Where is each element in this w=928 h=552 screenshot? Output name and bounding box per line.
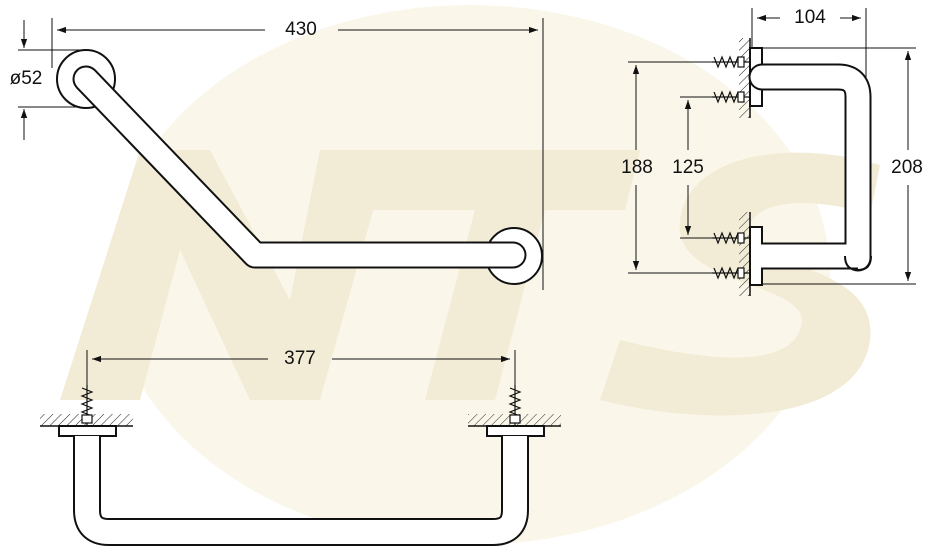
screw-icon [712, 90, 750, 104]
side-tube-fill [750, 65, 870, 270]
watermark-letter-n [60, 150, 390, 400]
front-flange-right [486, 425, 545, 437]
front-flange-left [58, 425, 117, 437]
dim-inner-height: 125 [672, 157, 704, 178]
front-view: 377 [40, 348, 561, 546]
screw-icon [712, 231, 750, 245]
bar-tube-fill [74, 67, 525, 267]
screw-icon [712, 55, 750, 69]
dim-mount-spacing: 377 [284, 348, 316, 369]
watermark-letter-s [600, 152, 880, 416]
screw-icon [80, 385, 94, 426]
dim-total-height: 208 [891, 157, 923, 178]
side-view: 104 [621, 7, 923, 296]
side-tube-bend [844, 255, 872, 272]
angled-bar-view: 430 ø52 [10, 18, 544, 290]
dim-outer-height: 188 [621, 157, 653, 178]
screw-icon [712, 266, 750, 280]
wall-hatch-top [739, 38, 750, 118]
dim-flange-diameter: ø52 [10, 68, 43, 89]
wall-hatch-bottom [739, 212, 750, 296]
dim-projection: 104 [794, 7, 826, 28]
watermark-logo [60, 5, 880, 545]
front-tube-fill [75, 436, 527, 544]
side-flange-bottom [749, 226, 763, 286]
dim-overall-length: 430 [285, 19, 317, 40]
screw-icon [508, 385, 522, 426]
